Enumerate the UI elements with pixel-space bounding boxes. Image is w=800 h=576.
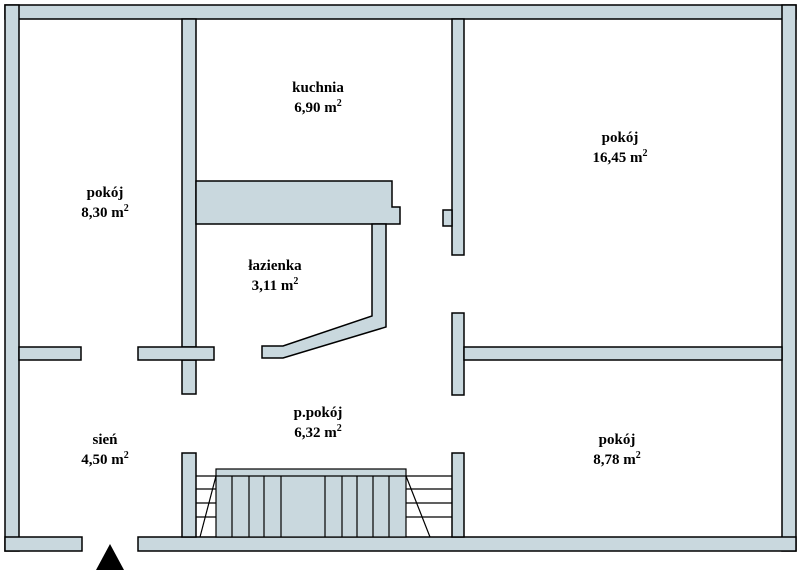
- room-label-sien: sień 4,50 m2: [81, 430, 129, 470]
- room-area: 8,30 m2: [81, 203, 129, 222]
- arrow-up-icon: [96, 544, 124, 570]
- room-area: 3,11 m2: [251, 276, 299, 295]
- outer-wall-top: [4, 4, 797, 20]
- stair-treads: [196, 475, 452, 538]
- room-area: 6,32 m2: [294, 423, 342, 442]
- wall-right-rooms-divider: [463, 346, 783, 361]
- room-area: 4,50 m2: [81, 450, 129, 469]
- room-area: 16,45 m2: [592, 148, 648, 167]
- room-label-pokoj-left: pokój 8,30 m2: [81, 183, 129, 223]
- wall-left-column-upper: [181, 18, 197, 348]
- wall-left-room-bottom-b: [137, 346, 215, 361]
- room-name: sień: [92, 432, 118, 448]
- stair-landing: [215, 468, 407, 538]
- outer-wall-left: [4, 4, 20, 552]
- room-name: pokój: [601, 130, 639, 146]
- wall-kitchen-bathroom: [195, 180, 401, 225]
- room-label-pokoj-large: pokój 16,45 m2: [593, 128, 648, 168]
- room-area: 8,78 m2: [593, 450, 641, 469]
- staircase: [196, 468, 452, 538]
- wall-stair-left: [181, 452, 197, 538]
- wall-stair-right: [451, 452, 465, 538]
- room-name: łazienka: [248, 258, 302, 274]
- wall-bathroom-right-diagonal: [261, 223, 387, 359]
- room-label-kuchnia: kuchnia 6,90 m2: [292, 78, 344, 118]
- room-name: kuchnia: [292, 80, 344, 96]
- wall-left-room-bottom-a: [18, 346, 82, 361]
- wall-left-column-lower: [181, 359, 197, 395]
- outer-wall-bottom-left: [4, 536, 83, 552]
- room-name: p.pokój: [293, 405, 343, 421]
- room-label-lazienka: łazienka 3,11 m2: [248, 256, 301, 296]
- room-label-ppokoj: p.pokój 6,32 m2: [294, 403, 343, 443]
- room-name: pokój: [598, 432, 636, 448]
- outer-wall-right: [781, 4, 797, 552]
- room-label-pokoj-bottom: pokój 8,78 m2: [593, 430, 641, 470]
- wall-center-upper: [451, 18, 465, 256]
- wall-center-nub: [442, 209, 453, 227]
- wall-center-lower: [451, 312, 465, 396]
- outer-wall-bottom-right: [137, 536, 797, 552]
- room-name: pokój: [86, 185, 124, 201]
- room-area: 6,90 m2: [294, 98, 342, 117]
